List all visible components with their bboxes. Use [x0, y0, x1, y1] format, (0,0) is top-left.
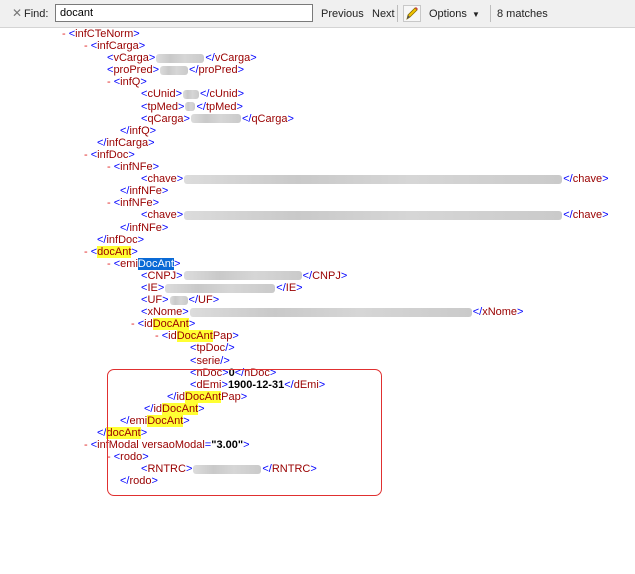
xml-node-iddocant-close: </idDocAnt> — [144, 402, 205, 415]
collapse-toggle[interactable]: - — [107, 76, 111, 89]
search-match: DocAnt — [152, 318, 189, 331]
xml-node-iddocant: - <idDocAnt> — [131, 318, 196, 331]
xml-node-rntrc: <RNTRC></RNTRC> — [141, 463, 317, 476]
match-count: 8 matches — [497, 8, 548, 20]
xml-node-cnpj: <CNPJ></CNPJ> — [141, 269, 348, 282]
search-match: DocAnt — [162, 402, 199, 415]
next-button[interactable]: Next — [372, 8, 395, 20]
xml-node-rodo: - <rodo> — [107, 451, 149, 464]
xml-node-infdoc: - <infDoc> — [84, 148, 135, 161]
xml-node-infcarga: - <infCarga> — [84, 40, 146, 53]
collapse-toggle[interactable]: - — [62, 28, 66, 40]
find-bar: ✕ Find: Previous Next Options ▼ 8 matche… — [0, 0, 635, 28]
current-search-match: DocAnt — [137, 257, 174, 270]
xml-node-infdoc-close: </infDoc> — [97, 233, 145, 246]
collapse-toggle[interactable]: - — [107, 161, 111, 174]
redacted-value — [160, 65, 189, 75]
redacted-value — [183, 271, 302, 281]
xml-tree: - <infCTeNorm> - <infCarga> <vCarga></vC… — [0, 28, 635, 488]
xml-node-chave: <chave></chave> — [141, 173, 609, 186]
xml-node-vcarga: <vCarga></vCarga> — [107, 52, 257, 65]
options-dropdown[interactable]: Options ▼ — [429, 8, 480, 20]
redacted-value — [190, 114, 241, 124]
xml-node-ie: <IE></IE> — [141, 281, 303, 294]
search-match: docAnt — [97, 245, 132, 258]
collapse-toggle[interactable]: - — [84, 40, 88, 53]
find-label: Find: — [24, 8, 49, 20]
chevron-down-icon: ▼ — [471, 10, 480, 19]
xml-node-infnfe: - <infNFe> — [107, 197, 160, 210]
xml-node-iddocantpap: - <idDocAntPap> — [155, 330, 239, 343]
redacted-value — [184, 211, 563, 220]
search-match: DocAnt — [185, 390, 222, 403]
redacted-value — [165, 283, 276, 293]
divider — [490, 5, 491, 22]
xml-node-tpdoc: <tpDoc/> — [190, 342, 235, 355]
pencil-icon — [406, 7, 418, 20]
xml-node-emidocant: - <emiDocAnt> — [107, 257, 181, 270]
xml-node-xnome: <xNome></xNome> — [141, 306, 524, 319]
xml-node-docant-close: </docAnt> — [97, 427, 148, 440]
xml-node-iddocantpap-close: </idDocAntPap> — [167, 390, 248, 403]
redacted-value — [185, 102, 196, 112]
xml-node-infnfe: - <infNFe> — [107, 161, 160, 174]
xml-node-chave: <chave></chave> — [141, 209, 609, 222]
xml-node-uf: <UF></UF> — [141, 294, 220, 307]
redacted-value — [169, 295, 188, 305]
collapse-toggle[interactable]: - — [155, 330, 159, 343]
xml-node-qcarga: <qCarga></qCarga> — [141, 112, 294, 125]
divider — [397, 5, 398, 22]
collapse-toggle[interactable]: - — [107, 451, 111, 464]
find-input[interactable] — [55, 4, 313, 22]
xml-node-docant: - <docAnt> — [84, 245, 138, 258]
search-match: DocAnt — [147, 415, 184, 427]
xml-node-demi: <dEmi>1900-12-31</dEmi> — [190, 378, 326, 391]
search-match: DocAnt — [176, 330, 213, 343]
collapse-toggle[interactable]: - — [84, 148, 88, 161]
redacted-value — [156, 53, 205, 63]
collapse-toggle[interactable]: - — [107, 257, 111, 270]
xml-node-infq-close: </infQ> — [120, 124, 157, 137]
xml-node-cunid: <cUnid></cUnid> — [141, 88, 245, 101]
xml-node-tpmed: <tpMed></tpMed> — [141, 100, 243, 113]
xml-node-emidocant-close: </emiDocAnt> — [120, 415, 190, 427]
redacted-value — [193, 464, 262, 474]
options-label: Options — [429, 8, 467, 20]
annotation-highlight-box — [107, 369, 382, 496]
xml-node-infnfe-close: </infNFe> — [120, 221, 169, 234]
xml-node-propred: <proPred></proPred> — [107, 64, 245, 77]
xml-node-rodo-close: </rodo> — [120, 475, 158, 488]
previous-button[interactable]: Previous — [321, 8, 364, 20]
xml-node-infnfe-close: </infNFe> — [120, 185, 169, 198]
redacted-value — [183, 90, 199, 100]
xml-node-serie: <serie/> — [190, 354, 230, 367]
collapse-toggle[interactable]: - — [131, 318, 135, 331]
collapse-toggle[interactable]: - — [107, 197, 111, 210]
collapse-toggle[interactable]: - — [84, 439, 88, 452]
search-match: docAnt — [106, 427, 141, 440]
xml-node-infq: - <infQ> — [107, 76, 147, 89]
highlight-button[interactable] — [403, 5, 421, 22]
close-icon[interactable]: ✕ — [12, 6, 23, 20]
redacted-value — [184, 174, 563, 184]
xml-node-infcarga-close: </infCarga> — [97, 136, 155, 149]
redacted-value — [189, 307, 472, 317]
collapse-toggle[interactable]: - — [84, 245, 88, 258]
xml-node-infcte-norm: - <infCTeNorm> — [62, 28, 140, 40]
